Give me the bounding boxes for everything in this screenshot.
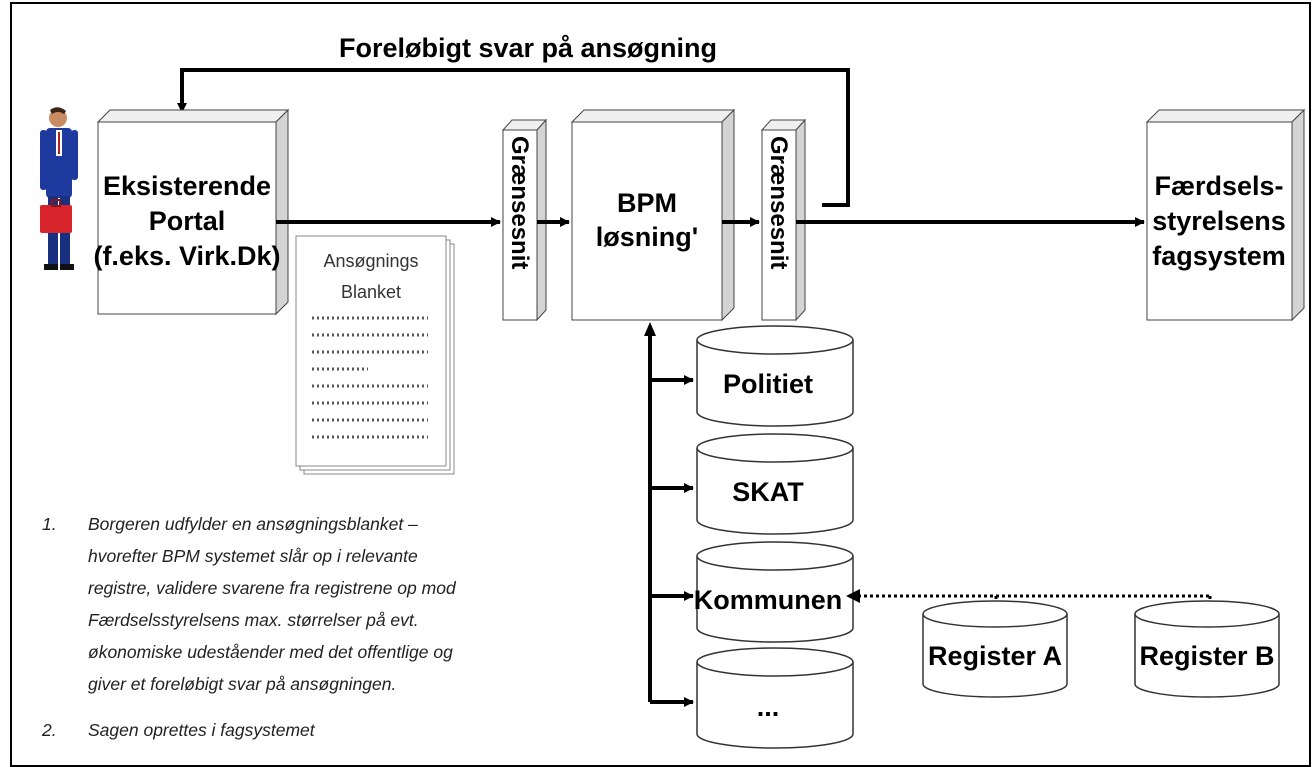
notes-list: 1. Borgeren udfylder en ansøgningsblanke… <box>41 514 457 740</box>
interface-right-label: Grænsesnit <box>765 136 792 269</box>
note-1-line-5: økonomiske udeståender med det offentlig… <box>88 642 453 662</box>
form-title-line-1: Ansøgnings <box>323 251 418 271</box>
diagram-border <box>10 2 1311 767</box>
database-skat-label: SKAT <box>732 477 804 507</box>
note-2-line-1: Sagen oprettes i fagsystemet <box>88 720 316 740</box>
interface-left: Grænsesnit <box>501 118 548 322</box>
portal-label-line-2: Portal <box>149 206 226 236</box>
note-1-line-4: Færdselsstyrelsens max. størrelser på ev… <box>88 610 419 630</box>
database-skat: SKAT <box>696 433 854 535</box>
note-1-line-3: registre, validere svarene fra registren… <box>88 578 457 598</box>
interface-left-label: Grænsesnit <box>506 136 533 269</box>
note-1-number: 1. <box>42 514 57 534</box>
feedback-label: Foreløbigt svar på ansøgning <box>339 33 717 63</box>
target-label-line-2: styrelsens <box>1152 206 1286 236</box>
target-system-box: Færdsels- styrelsens fagsystem <box>1145 108 1306 322</box>
target-label-line-3: fagsystem <box>1152 241 1286 271</box>
bpm-label-line-2: løsning' <box>596 222 698 252</box>
database-kommunen-label: Kommunen <box>694 585 843 615</box>
application-form: Ansøgnings Blanket <box>295 235 455 475</box>
note-1-line-2: hvorefter BPM systemet slår op i relevan… <box>88 546 418 566</box>
database-more: ... <box>696 647 854 749</box>
lookup-connector <box>644 322 694 707</box>
note-2-number: 2. <box>41 720 57 740</box>
register-a: Register A <box>922 600 1068 698</box>
feedback-arrow <box>177 68 850 207</box>
database-more-label: ... <box>757 692 780 722</box>
target-label-line-1: Færdsels- <box>1154 171 1283 201</box>
note-1-line-1: Borgeren udfylder en ansøgningsblanket – <box>88 514 418 534</box>
bpm-box: BPM løsning' <box>570 108 736 322</box>
database-politiet-label: Politiet <box>723 369 813 399</box>
form-dotted-lines <box>312 316 428 439</box>
register-b-label: Register B <box>1139 641 1274 671</box>
interface-right: Grænsesnit <box>760 118 807 322</box>
person-icon <box>40 107 78 270</box>
database-kommunen: Kommunen <box>694 541 854 643</box>
register-b: Register B <box>1134 600 1280 698</box>
portal-label-line-1: Eksisterende <box>103 171 271 201</box>
portal-label-line-3: (f.eks. Virk.Dk) <box>93 241 280 271</box>
register-a-label: Register A <box>928 641 1062 671</box>
note-1-line-6: giver et foreløbigt svar på ansøgningen. <box>88 674 396 694</box>
database-politiet: Politiet <box>696 325 854 427</box>
form-title-line-2: Blanket <box>341 282 401 302</box>
bpm-label-line-1: BPM <box>617 188 677 218</box>
portal-box: Eksisterende Portal (f.eks. Virk.Dk) <box>93 108 290 316</box>
